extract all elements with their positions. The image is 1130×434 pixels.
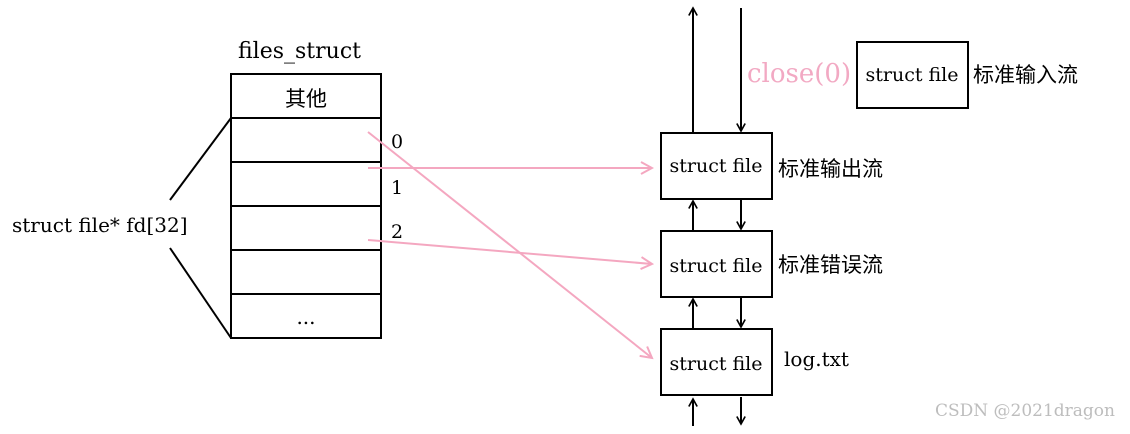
pointer-fd0 — [367, 131, 652, 358]
close-call-label: close(0) — [747, 59, 851, 89]
table-cell-other: 其他 — [285, 87, 327, 111]
file-box-stdout-label: struct file — [669, 155, 762, 177]
file-box-stderr-label: struct file — [669, 255, 762, 277]
stream-name-stdout: 标准输出流 — [778, 157, 883, 181]
file-box-logtxt — [660, 328, 773, 396]
file-box-stderr — [660, 230, 773, 298]
stream-name-logtxt: log.txt — [784, 347, 849, 371]
table-cell-ellipsis: ... — [296, 305, 315, 329]
index-2: 2 — [391, 221, 403, 243]
fd-pointers — [367, 131, 652, 358]
file-box-stdin — [856, 41, 969, 109]
index-1: 1 — [391, 177, 403, 199]
array-brace — [169, 117, 232, 339]
file-box-stdout — [660, 132, 773, 200]
watermark: CSDN @2021dragon — [935, 401, 1115, 421]
files-struct-title: files_struct — [238, 39, 361, 64]
file-box-logtxt-label: struct file — [669, 353, 762, 375]
file-list-links — [693, 8, 741, 426]
index-0: 0 — [391, 131, 403, 153]
stream-name-stderr: 标准错误流 — [778, 253, 883, 277]
fd-array-label: struct file* fd[32] — [12, 213, 188, 237]
files-struct-table — [230, 73, 382, 339]
pointer-fd2 — [367, 239, 652, 264]
stream-name-stdin: 标准输入流 — [973, 63, 1078, 87]
file-box-stdin-label: struct file — [865, 64, 958, 86]
